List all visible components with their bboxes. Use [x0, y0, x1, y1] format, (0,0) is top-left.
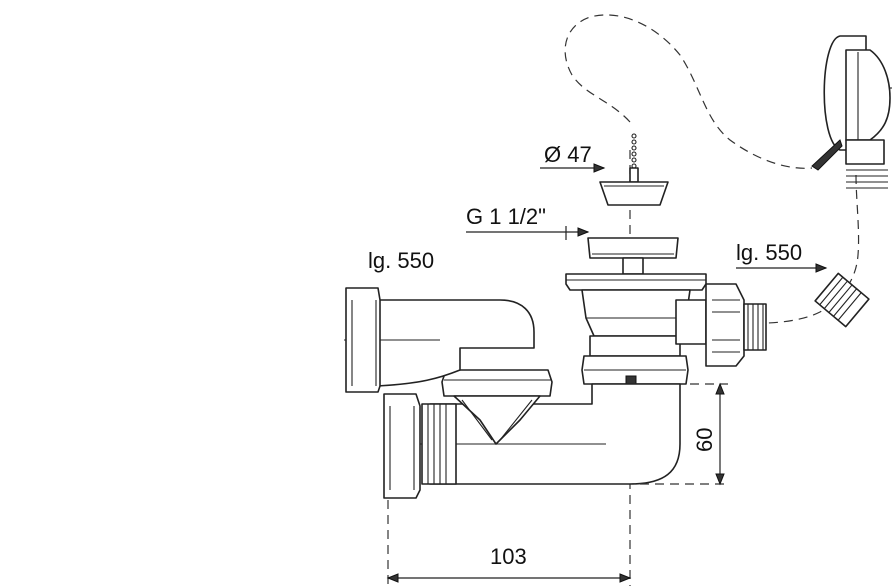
stopper-plug — [599, 181, 669, 206]
height-label: 60 — [692, 428, 717, 452]
length-right-label: lg. 550 — [736, 240, 802, 265]
dimension-diameter: Ø 47 — [540, 142, 606, 173]
upper-elbow-pipe — [375, 299, 535, 387]
dimension-thread: G 1 1/2" — [466, 204, 590, 240]
diameter-label: Ø 47 — [544, 142, 592, 167]
flexible-hose — [564, 14, 860, 324]
left-lower-connector — [383, 393, 457, 499]
thread-label: G 1 1/2" — [466, 204, 546, 229]
left-upper-connector — [345, 287, 381, 393]
dimension-height: 60 — [640, 382, 728, 486]
dimension-width: 103 — [386, 500, 632, 586]
cleanout-cap — [441, 369, 553, 397]
overflow-outlet — [675, 283, 767, 367]
stopper-chain — [629, 133, 639, 183]
drain-body — [581, 289, 691, 337]
length-left-label: lg. 550 — [368, 248, 434, 273]
overflow-cover — [811, 35, 891, 189]
sink-flange — [565, 273, 707, 291]
hose-coupling — [814, 272, 870, 328]
dimension-length-right: lg. 550 — [736, 240, 828, 273]
width-label: 103 — [490, 544, 527, 569]
strainer-grid — [587, 237, 679, 259]
